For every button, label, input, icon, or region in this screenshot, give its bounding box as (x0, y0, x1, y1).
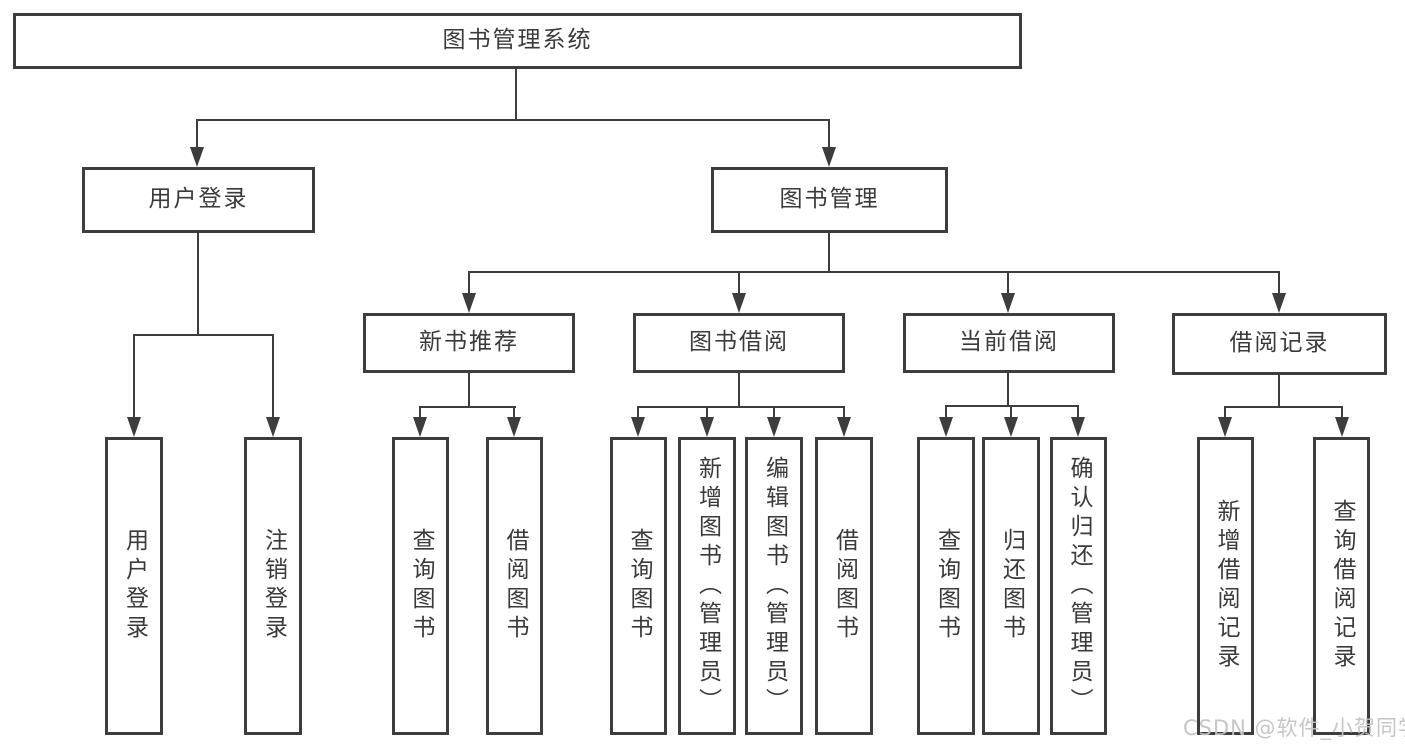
connector-line (197, 232, 199, 336)
node-label: 新增借阅记录 (1213, 499, 1239, 673)
node-v-add-borrow-record: 新增借阅记录 (1197, 437, 1254, 735)
node-v-query-book-new: 查询图书 (392, 437, 449, 735)
arrowhead-down-icon (127, 417, 141, 437)
connector-line (196, 119, 198, 149)
node-label: 新增图书（管理员） (694, 455, 721, 717)
node-v-confirm-return-admin: 确认归还（管理员） (1050, 437, 1107, 735)
node-label: 确认归还（管理员） (1066, 455, 1092, 717)
node-label: 归还图书 (998, 528, 1025, 644)
connector-line (843, 406, 845, 419)
arrowhead-down-icon (822, 147, 836, 167)
connector-line (1007, 271, 1009, 295)
node-v-borrow-book-2: 借阅图书 (815, 437, 873, 735)
connector-line (1278, 373, 1280, 407)
connector-line (513, 406, 515, 419)
node-v-edit-book-admin: 编辑图书（管理员） (745, 437, 803, 735)
node-label: 借阅图书 (831, 528, 858, 644)
connector-line (773, 406, 775, 419)
node-v-user-login: 用户登录 (105, 437, 163, 735)
node-label: 图书借阅 (689, 329, 789, 356)
connector-line (738, 372, 740, 408)
node-book-management: 图书管理 (711, 167, 948, 233)
connector-line (706, 406, 708, 419)
node-v-logout: 注销登录 (244, 437, 302, 735)
connector-line (637, 406, 639, 419)
arrowhead-down-icon (700, 417, 714, 437)
node-user-login: 用户登录 (82, 167, 315, 233)
connector-line (1341, 406, 1343, 419)
node-new-book-recommend: 新书推荐 (363, 313, 575, 373)
node-label: 用户登录 (121, 528, 148, 644)
watermark: CSDN @软件_小贺同学 (1183, 716, 1405, 740)
connector-line (1010, 405, 1012, 419)
connector-line (468, 271, 470, 295)
node-label: 借阅记录 (1229, 330, 1330, 357)
node-label: 当前借阅 (959, 329, 1059, 356)
connector-line (419, 406, 516, 408)
arrowhead-down-icon (190, 147, 204, 167)
node-label: 用户登录 (148, 186, 249, 213)
arrowhead-down-icon (1272, 293, 1286, 313)
arrowhead-down-icon (1071, 417, 1085, 437)
node-label: 编辑图书（管理员） (761, 455, 788, 717)
node-borrowing-records: 借阅记录 (1172, 313, 1387, 375)
connector-line (515, 68, 517, 120)
arrowhead-down-icon (1004, 417, 1018, 437)
arrowhead-down-icon (767, 417, 781, 437)
node-label: 图书管理系统 (442, 27, 593, 54)
connector-line (1278, 271, 1280, 295)
node-v-query-borrow-record: 查询借阅记录 (1313, 437, 1370, 735)
connector-line (1224, 406, 1343, 408)
connector-line (133, 334, 274, 336)
connector-line (828, 232, 830, 273)
node-label: 图书管理 (779, 186, 880, 213)
node-v-query-book-borrow: 查询图书 (610, 437, 667, 735)
connector-line (1224, 406, 1226, 419)
connector-line (828, 119, 830, 149)
arrowhead-down-icon (732, 293, 746, 313)
connector-line (272, 334, 274, 418)
node-label: 借阅图书 (502, 528, 528, 644)
node-v-borrow-book-new: 借阅图书 (486, 437, 543, 735)
arrowhead-down-icon (462, 293, 476, 313)
connector-line (1007, 372, 1009, 407)
arrowhead-down-icon (939, 417, 953, 437)
connector-line (637, 406, 845, 408)
node-label: 查询图书 (408, 528, 434, 644)
arrowhead-down-icon (837, 417, 851, 437)
connector-line (945, 405, 1079, 407)
node-label: 注销登录 (260, 528, 287, 644)
connector-line (738, 271, 740, 295)
arrowhead-down-icon (266, 417, 280, 437)
node-label: 新书推荐 (419, 329, 519, 356)
arrowhead-down-icon (1001, 293, 1015, 313)
connector-line (419, 406, 421, 419)
node-label: 查询图书 (933, 528, 960, 644)
connector-line (133, 334, 135, 418)
connector-line (196, 119, 830, 121)
arrowhead-down-icon (413, 417, 427, 437)
connector-line (945, 405, 947, 419)
node-v-add-book-admin: 新增图书（管理员） (678, 437, 736, 735)
node-label: 查询图书 (626, 528, 652, 644)
node-v-query-book-current: 查询图书 (917, 437, 975, 735)
node-label: 查询借阅记录 (1329, 499, 1355, 673)
node-book-borrowing: 图书借阅 (633, 313, 845, 373)
arrowhead-down-icon (631, 417, 645, 437)
connector-line (468, 271, 1280, 273)
connector-line (468, 372, 470, 408)
node-v-return-book: 归还图书 (982, 437, 1040, 735)
arrowhead-down-icon (1335, 417, 1349, 437)
arrowhead-down-icon (1218, 417, 1232, 437)
arrowhead-down-icon (507, 417, 521, 437)
node-current-borrowing: 当前借阅 (903, 313, 1115, 373)
node-root: 图书管理系统 (13, 13, 1022, 69)
connector-line (1077, 405, 1079, 419)
